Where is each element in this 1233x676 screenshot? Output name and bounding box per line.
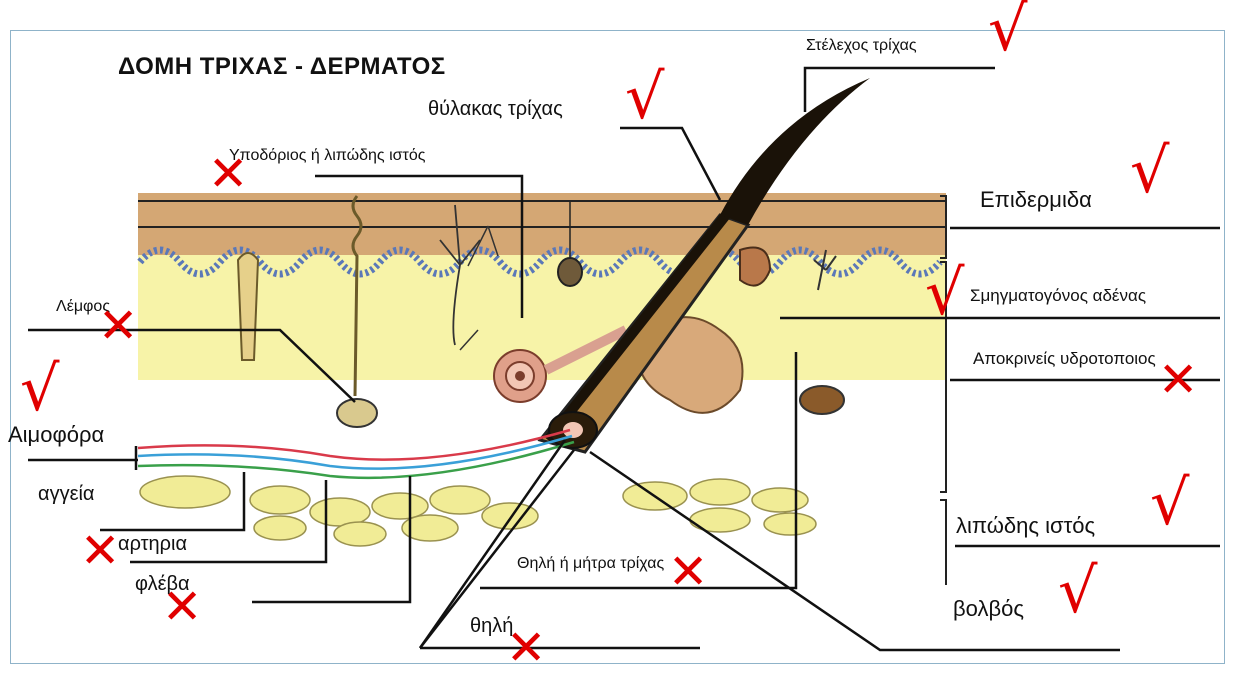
cross-mark-icon: ✕: [162, 583, 202, 631]
diagram-title: ΔΟΜΗ ΤΡΙΧΑΣ - ΔΕΡΜΑΤΟΣ: [118, 55, 446, 79]
label-bulb: βολβός: [953, 598, 1024, 620]
lymph-node: [337, 399, 377, 427]
cross-mark-icon: ✕: [98, 302, 138, 350]
check-mark-icon: √: [925, 262, 965, 324]
cross-mark-icon: ✕: [506, 624, 546, 672]
label-apocrine-sweat: Αποκρινείς υδροτοποιος: [973, 350, 1156, 367]
check-mark-icon: √: [988, 0, 1028, 60]
cross-mark-icon: ✕: [208, 150, 248, 198]
label-fat-tissue: λιπώδης ιστός: [956, 515, 1095, 537]
check-mark-icon: √: [1130, 140, 1170, 202]
label-papilla-matrix: Θηλή ή μήτρα τρίχας: [517, 556, 664, 572]
check-mark-icon: √: [1058, 560, 1098, 622]
check-mark-icon: √: [20, 358, 60, 420]
label-sebaceous-gland: Σμηγματογόνος αδένας: [970, 287, 1146, 304]
label-hair-follicle: θύλακας τρίχας: [428, 99, 563, 119]
label-hair-shaft: Στέλεχος τρίχας: [806, 38, 917, 54]
label-blood-vessels-2: αγγεία: [38, 484, 94, 504]
cross-mark-icon: ✕: [1158, 356, 1198, 404]
label-subcutaneous: Υποδόριος ή λιπώδης ιστός: [229, 148, 425, 164]
label-epidermis: Επιδερμιδα: [980, 189, 1092, 211]
check-mark-icon: √: [1150, 472, 1190, 534]
cross-mark-icon: ✕: [668, 548, 708, 596]
check-mark-icon: √: [625, 66, 665, 128]
epidermis-layer: [138, 193, 946, 255]
label-blood-vessels-1: Αιμοφόρα: [8, 424, 104, 446]
label-artery: αρτηρια: [118, 534, 187, 554]
cross-mark-icon: ✕: [80, 527, 120, 575]
